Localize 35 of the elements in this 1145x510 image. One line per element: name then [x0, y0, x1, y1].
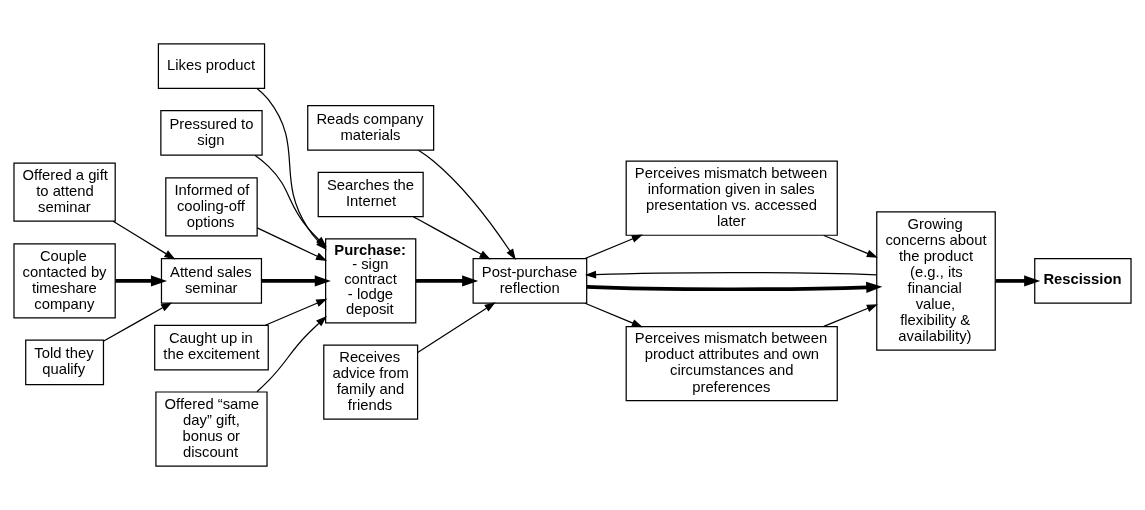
node-box: Offered “same day” gift, bonus or discount: [155, 391, 268, 467]
arrow: [823, 234, 878, 258]
arrow: [417, 149, 516, 260]
node-box: Couple contacted by timeshare company: [13, 243, 116, 319]
node-box: Receives advice from family and friends: [323, 344, 419, 420]
arrow: [417, 302, 496, 354]
node-box: Perceives mismatch between information given in sales presentation vs. accessed later: [625, 160, 838, 236]
arrow: [585, 270, 878, 279]
arrow: [261, 275, 331, 287]
node-box: Likes product: [157, 43, 266, 89]
node-box: Caught up in the excitement: [154, 324, 269, 371]
arrow: [264, 298, 328, 326]
node-box: Growing concerns about the product (e.g., its financial value, flexibility & availability): [876, 211, 996, 351]
node-box: Offered a gift to attend seminar: [13, 162, 116, 222]
arrow: [115, 275, 168, 287]
arrow: [412, 216, 491, 260]
arrow: [256, 315, 327, 393]
arrow: [416, 275, 479, 287]
node-box: Pressured to sign: [160, 109, 263, 156]
node-box: Attend sales seminar: [160, 258, 263, 304]
arrow: [586, 281, 883, 293]
node-box: Purchase: - sign contract - lodge deposit: [325, 238, 417, 324]
node-box: Told they qualify: [25, 339, 105, 386]
node-box: Post-purchase reflection: [472, 258, 588, 304]
arrow: [112, 220, 176, 260]
node-box: Searches the Internet: [317, 171, 424, 218]
node-box: Perceives mismatch between product attributes and own circumstances and preferences: [625, 325, 838, 402]
arrow: [584, 302, 643, 328]
arrow: [103, 302, 173, 342]
arrow: [823, 304, 878, 327]
node-box: Rescission: [1034, 258, 1132, 304]
arrow: [584, 234, 643, 260]
arrow: [995, 275, 1041, 287]
node-box: Reads company materials: [307, 105, 435, 151]
node-box: Informed of cooling-off options: [165, 177, 258, 237]
